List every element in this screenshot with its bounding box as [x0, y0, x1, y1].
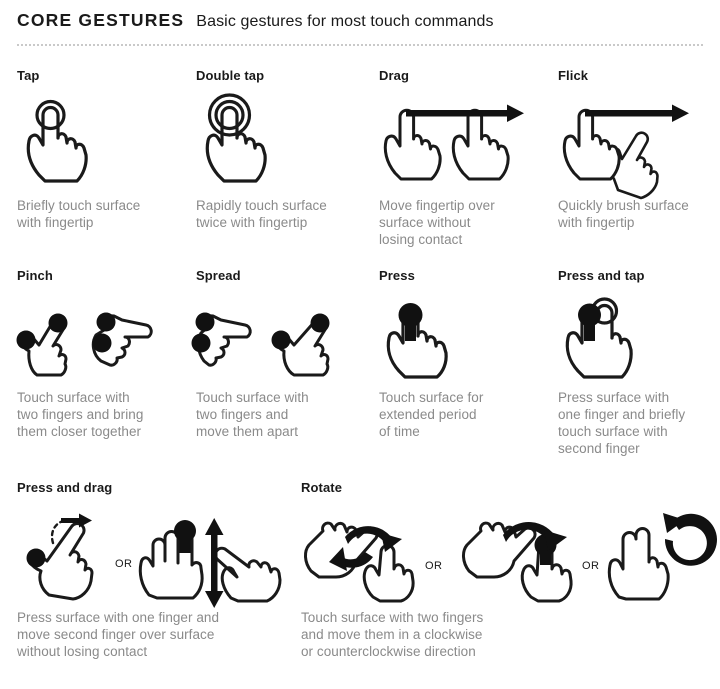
gesture-label: Spread: [196, 268, 241, 283]
hand-pinch-icon: [16, 293, 177, 381]
hand-tap-icon: [17, 91, 140, 191]
gesture-card-pinch: Pinch Touch surface with two fingers and…: [16, 268, 177, 440]
gesture-label: Press and tap: [558, 268, 645, 283]
gesture-label: Tap: [17, 68, 40, 83]
gesture-description: Briefly touch surface with fingertip: [17, 198, 141, 230]
gesture-description: Press surface with one finger and briefl…: [558, 390, 686, 456]
gesture-label: Rotate: [301, 480, 343, 495]
page-header: CORE GESTURES Basic gestures for most tou…: [17, 10, 494, 31]
gesture-description: Touch surface with two fingers and bring…: [17, 390, 144, 439]
hand-double-tap-icon: [196, 91, 327, 191]
hand-flick-icon: [558, 91, 708, 200]
hand-drag-icon: [379, 91, 529, 191]
svg-text:OR: OR: [582, 560, 600, 572]
page-subtitle: Basic gestures for most touch commands: [196, 13, 494, 30]
gesture-card-press-and-drag: Press and drag OR: [17, 480, 287, 660]
gesture-description: Quickly brush surface with fingertip: [558, 198, 689, 230]
gesture-description: Rapidly touch surface twice with fingert…: [196, 198, 327, 230]
gesture-label: Flick: [558, 68, 589, 83]
gesture-description: Touch surface with two fingers and move …: [196, 390, 309, 439]
gesture-description: Touch surface with two fingers and move …: [301, 610, 484, 659]
hand-spread-icon: [191, 293, 356, 381]
gesture-card-tap: Tap Briefly touch surface with fingertip: [17, 68, 140, 231]
gesture-card-press-and-tap: Press and tap Press surface with one fin…: [558, 268, 685, 457]
hand-press-and-drag-icon: OR: [17, 505, 287, 608]
header-divider: [17, 44, 703, 46]
gesture-label: Double tap: [196, 68, 265, 83]
gesture-label: Press and drag: [17, 480, 113, 495]
svg-text:OR: OR: [425, 560, 443, 572]
gesture-description: Move fingertip over surface without losi…: [379, 198, 495, 247]
hand-press-icon: [379, 291, 489, 383]
gesture-label: Press: [379, 268, 415, 283]
gesture-card-double-tap: Double tap Rapidly touch surface twice w…: [196, 68, 327, 231]
gesture-card-press: Press Touch surface for extended period …: [379, 268, 489, 440]
gesture-description: Press surface with one finger and move s…: [17, 610, 220, 659]
hand-press-and-tap-icon: [558, 291, 685, 383]
gesture-description: Touch surface for extended period of tim…: [379, 390, 484, 439]
hand-rotate-icon: OR OR: [301, 505, 717, 605]
gesture-label: Drag: [379, 68, 410, 83]
gesture-card-spread: Spread Touch surface with two fingers an…: [191, 268, 356, 440]
gesture-card-rotate: Rotate OR: [301, 480, 717, 660]
gesture-label: Pinch: [17, 268, 53, 283]
page-title: CORE GESTURES: [17, 10, 185, 30]
svg-text:OR: OR: [115, 558, 133, 570]
gesture-card-flick: Flick Quickly brush surface with fingert…: [558, 68, 708, 231]
gesture-card-drag: Drag Move fingertip over surface without…: [379, 68, 529, 248]
